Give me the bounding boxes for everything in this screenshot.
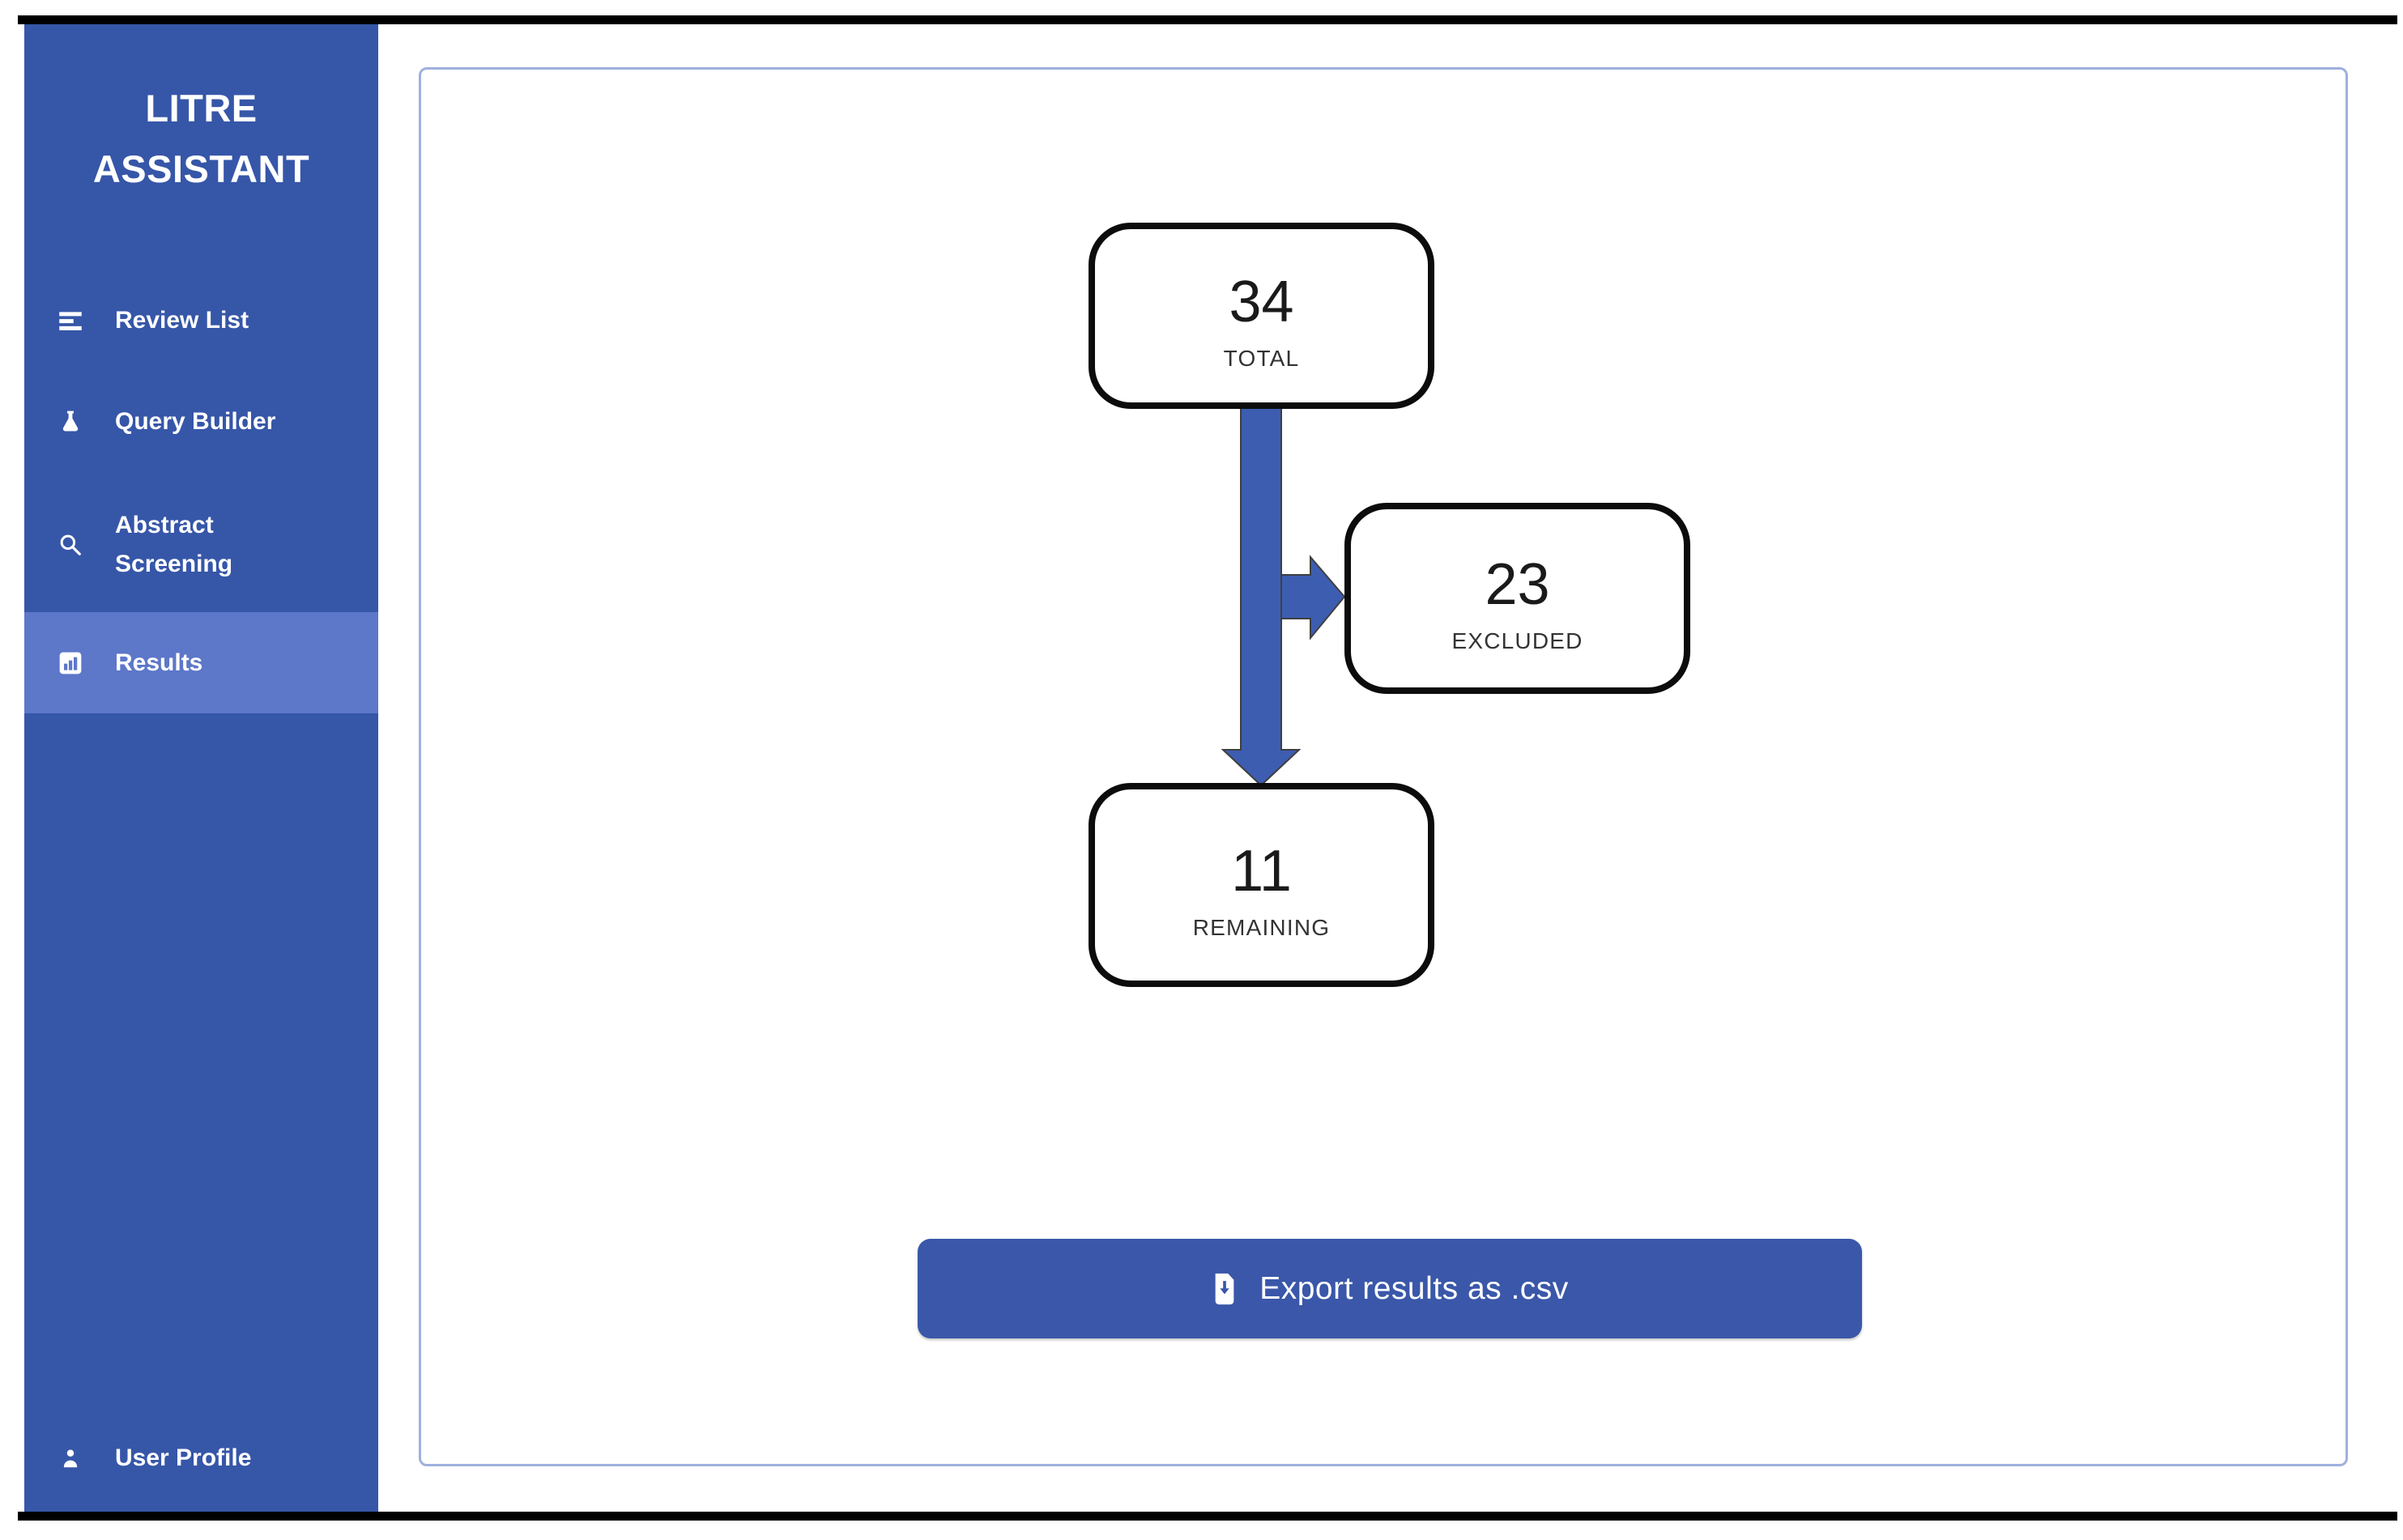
sidebar-item-user-profile[interactable]: User Profile (24, 1434, 378, 1483)
file-download-icon (1211, 1271, 1238, 1307)
flow-node-remaining: 11 REMAINING (1089, 783, 1434, 987)
bottom-frame-bar (18, 1512, 2397, 1521)
arrow-total-to-excluded (1280, 555, 1346, 640)
export-csv-label: Export results as .csv (1259, 1270, 1569, 1306)
flow-node-total: 34 TOTAL (1089, 223, 1434, 409)
results-panel: 34 TOTAL 23 EXCLUDED 11 REMAINING Export… (419, 67, 2348, 1466)
sidebar-item-label: Abstract Screening (115, 512, 233, 577)
user-icon (57, 1446, 84, 1470)
total-count: 34 (1229, 270, 1294, 334)
app-title-line1: LITRE (145, 87, 258, 130)
sidebar: LITRE ASSISTANT Review List Query Builde… (24, 24, 378, 1512)
sidebar-item-label: User Profile (115, 1444, 252, 1471)
flask-icon (57, 409, 84, 435)
app-title: LITRE ASSISTANT (24, 78, 378, 199)
flow-arrows (1221, 404, 1346, 787)
excluded-label: EXCLUDED (1451, 628, 1583, 653)
sidebar-item-query-builder[interactable]: Query Builder (24, 398, 378, 446)
top-frame-bar (18, 15, 2397, 24)
sidebar-item-label: Results (115, 649, 203, 676)
sidebar-item-review-list[interactable]: Review List (24, 296, 378, 345)
total-label: TOTAL (1223, 346, 1300, 371)
chart-icon (57, 650, 84, 676)
export-csv-button[interactable]: Export results as .csv (918, 1239, 1862, 1338)
search-icon (57, 533, 84, 557)
sidebar-item-label: Query Builder (115, 408, 276, 435)
remaining-count: 11 (1231, 839, 1292, 904)
arrow-total-to-remaining (1221, 404, 1302, 787)
list-icon (57, 308, 84, 333)
app-title-line2: ASSISTANT (92, 147, 310, 190)
sidebar-item-label: Review List (115, 307, 249, 334)
excluded-count: 23 (1485, 552, 1550, 617)
sidebar-item-abstract-screening[interactable]: Abstract Screening (24, 500, 378, 589)
sidebar-item-results[interactable]: Results (24, 612, 378, 713)
flow-node-excluded: 23 EXCLUDED (1344, 503, 1690, 694)
remaining-label: REMAINING (1192, 915, 1331, 940)
